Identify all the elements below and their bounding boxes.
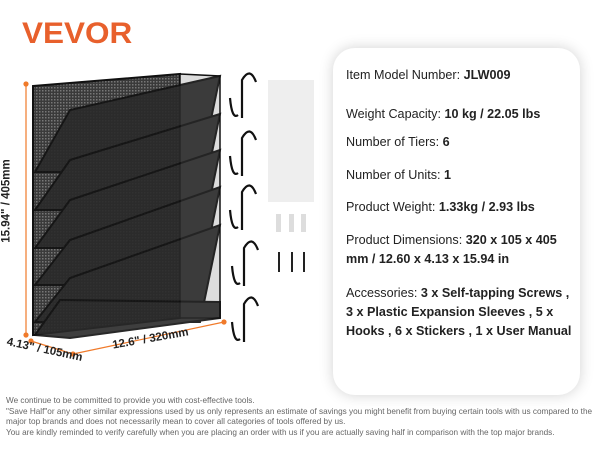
disclaimer-line: We continue to be committed to provide y… — [6, 396, 255, 405]
spec-model: Item Model Number: JLW009 — [346, 68, 511, 82]
stickers — [268, 80, 314, 202]
spec-weight: Product Weight: 1.33kg / 2.93 lbs — [346, 200, 535, 214]
disclaimer-line: You are kindly reminded to verify carefu… — [6, 428, 555, 438]
wall-organizer — [32, 72, 222, 340]
spec-units: Number of Units: 1 — [346, 168, 451, 182]
height-dimension: 15.94" / 405mm — [0, 159, 13, 243]
spec-tiers: Number of Tiers: 6 — [346, 135, 450, 149]
spec-dimensions: Product Dimensions: 320 x 105 x 405 mm /… — [346, 233, 557, 266]
spec-capacity: Weight Capacity: 10 kg / 22.05 lbs — [346, 107, 541, 121]
spec-accessories: Accessories: 3 x Self-tapping Screws , 3… — [346, 286, 572, 338]
disclaimer-line: "Save Half"or any other similar expressi… — [6, 406, 593, 427]
hooks — [228, 72, 260, 342]
expansion-sleeves — [276, 214, 306, 232]
spec-card: Item Model Number: JLW009 Weight Capacit… — [333, 48, 580, 395]
brand-logo: VEVOR — [22, 17, 133, 50]
dimension-lines — [23, 81, 227, 357]
screws — [278, 252, 305, 272]
product-illustration — [23, 72, 314, 357]
disclaimer: We continue to be committed to provide y… — [6, 396, 600, 439]
